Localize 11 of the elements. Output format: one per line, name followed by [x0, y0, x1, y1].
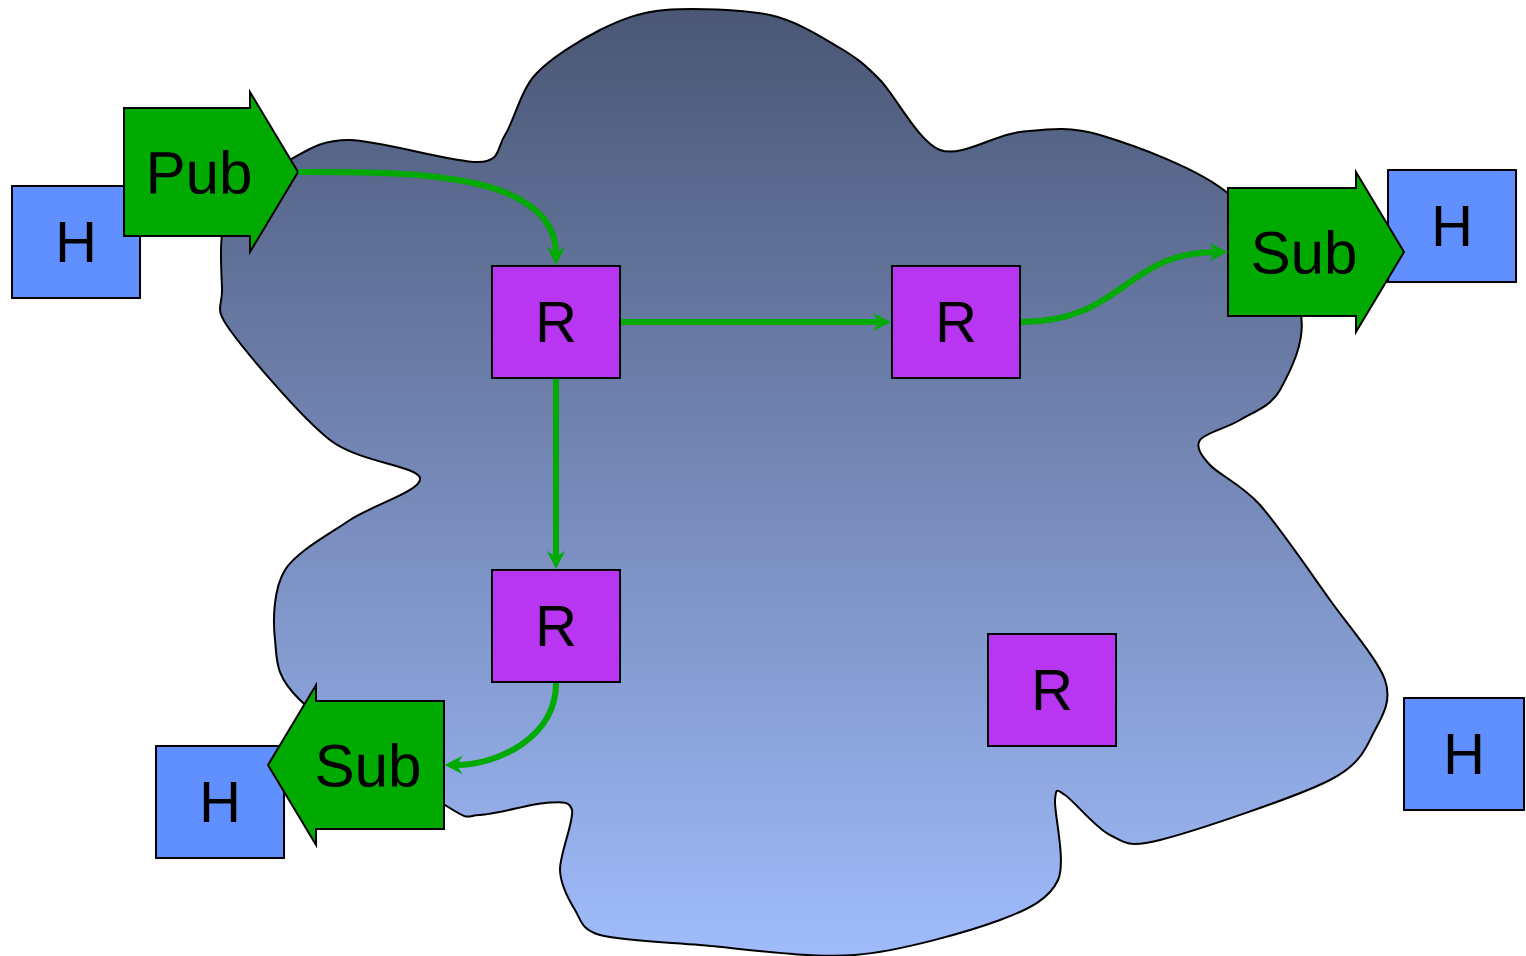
router-box: R	[491, 569, 621, 683]
host-box: H	[11, 185, 141, 299]
signpost-box: Sub	[266, 681, 445, 849]
router-box: R	[491, 265, 621, 379]
router-box: R	[891, 265, 1021, 379]
signpost-box: Sub	[1227, 168, 1406, 336]
host-box: H	[1387, 169, 1517, 283]
host-box: H	[1403, 697, 1525, 811]
signpost-box: Pub	[123, 88, 300, 256]
router-box: R	[987, 633, 1117, 747]
host-box: H	[155, 745, 285, 859]
